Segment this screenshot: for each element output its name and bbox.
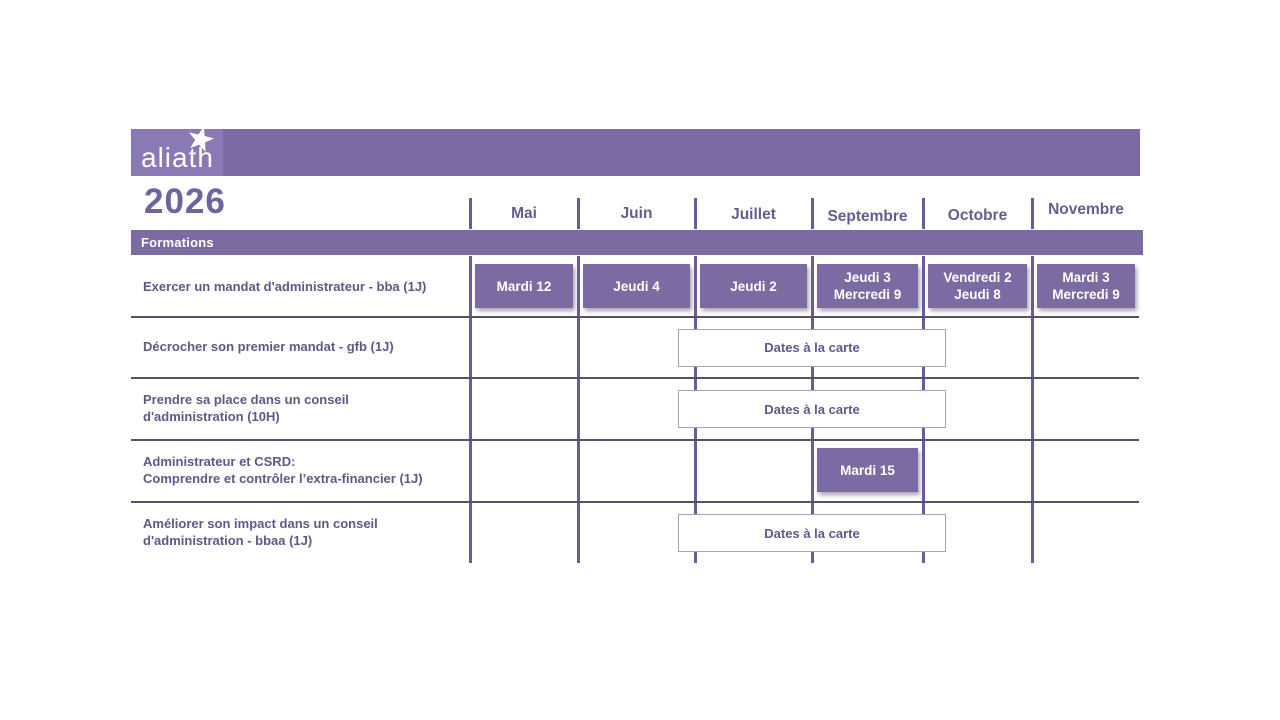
month-header-octobre: Octobre	[947, 207, 1008, 224]
column-divider-tick	[694, 198, 697, 229]
column-divider-tick	[922, 198, 925, 229]
formations-section-bar: Formations	[131, 230, 1143, 255]
month-header-novembre: Novembre	[1048, 201, 1124, 218]
dates-a-la-carte-box: Dates à la carte	[678, 390, 946, 428]
column-grid-line	[577, 256, 580, 563]
column-grid-line	[469, 256, 472, 563]
date-box: Jeudi 2	[700, 264, 807, 308]
month-header-juillet: Juillet	[731, 206, 776, 223]
date-box: Jeudi 4	[583, 264, 690, 308]
formations-label: Formations	[141, 235, 214, 250]
brand-name: aliath	[141, 142, 214, 173]
course-label: Administrateur et CSRD:Comprendre et con…	[143, 454, 423, 486]
column-divider-tick	[469, 198, 472, 229]
column-divider-tick	[811, 198, 814, 229]
column-divider-tick	[1031, 198, 1034, 229]
dates-a-la-carte-box: Dates à la carte	[678, 514, 946, 552]
row-divider-line	[131, 377, 1139, 379]
row-divider-line	[131, 439, 1139, 441]
row-divider-line	[131, 501, 1139, 503]
date-box: Mardi 12	[475, 264, 573, 308]
date-box: Mardi 15	[817, 448, 918, 492]
brand-header-bar: aliath	[131, 126, 1140, 176]
course-label: Exercer un mandat d'administrateur - bba…	[143, 278, 427, 294]
column-grid-line	[1031, 256, 1034, 563]
row-divider-line	[131, 316, 1139, 318]
course-label: Décrocher son premier mandat - gfb (1J)	[143, 339, 394, 354]
dates-a-la-carte-box: Dates à la carte	[678, 328, 946, 367]
star-icon	[189, 126, 214, 153]
month-header-mai: Mai	[511, 205, 537, 222]
column-divider-tick	[577, 198, 580, 229]
month-header-septembre: Septembre	[827, 208, 908, 225]
brand-logo: aliath	[131, 126, 223, 176]
year-title: 2026	[144, 182, 226, 221]
month-header-juin: Juin	[620, 205, 653, 222]
